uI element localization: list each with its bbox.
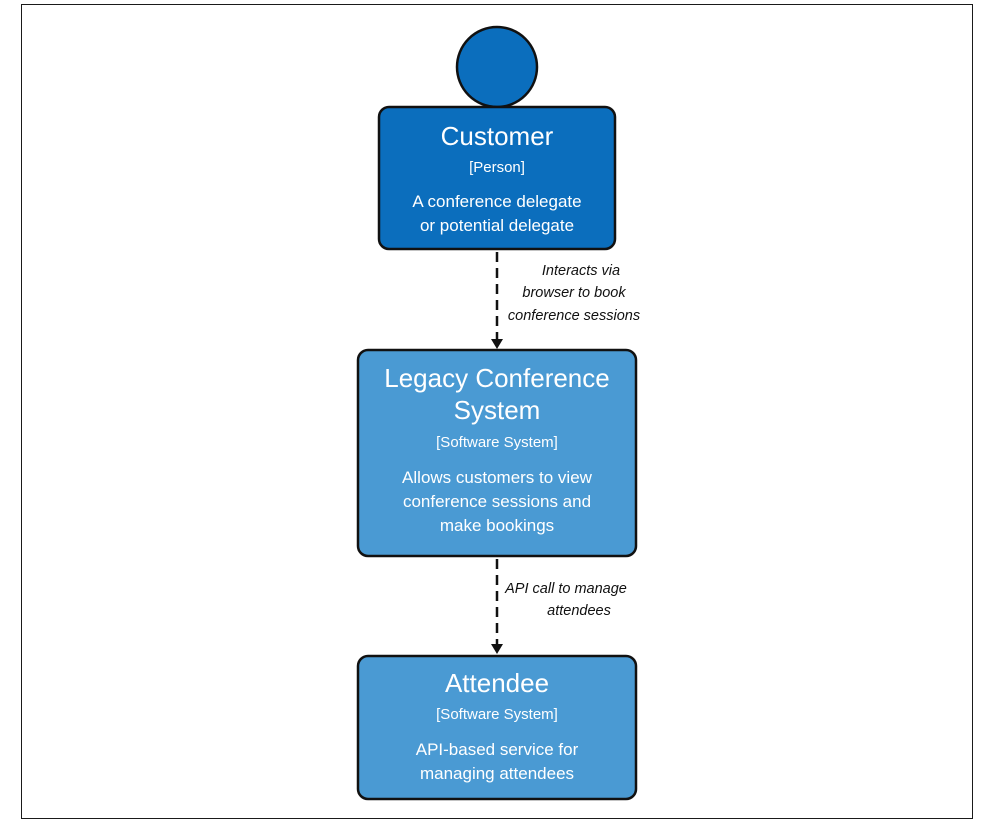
customer-box: [377, 105, 617, 251]
customer-desc-line2: or potential delegate: [420, 216, 574, 235]
legacy-desc-line3: make bookings: [440, 516, 554, 535]
customer-title: Customer: [441, 121, 554, 151]
edge-customer-to-legacy: Interacts via browser to book conference…: [491, 252, 640, 349]
person-head-icon: [455, 25, 539, 109]
edge-customer-to-legacy-label-line3: conference sessions: [508, 308, 640, 324]
attendee-node[interactable]: Attendee [Software System] API-based ser…: [356, 654, 638, 801]
customer-node[interactable]: Customer [Person] A conference delegate …: [377, 105, 617, 251]
attendee-desc-line1: API-based service for: [416, 740, 579, 759]
legacy-conference-system-node[interactable]: Legacy Conference System [Software Syste…: [356, 348, 638, 558]
arrowhead-icon: [491, 644, 503, 654]
edge-legacy-to-attendee: API call to manage attendees: [491, 559, 627, 654]
edge-legacy-to-attendee-label-line1: API call to manage: [504, 581, 627, 597]
attendee-type: [Software System]: [436, 706, 558, 723]
attendee-desc-line2: managing attendees: [420, 764, 574, 783]
attendee-box: [356, 654, 638, 801]
legacy-type: [Software System]: [436, 434, 558, 451]
customer-desc-line1: A conference delegate: [412, 192, 581, 211]
legacy-desc-line1: Allows customers to view: [402, 468, 593, 487]
arrowhead-icon: [491, 339, 503, 349]
legacy-conference-system-box: [356, 348, 638, 558]
legacy-desc-line2: conference sessions and: [403, 492, 591, 511]
customer-type: [Person]: [469, 159, 525, 176]
edge-customer-to-legacy-label-line1: Interacts via: [542, 263, 620, 279]
attendee-title: Attendee: [445, 668, 549, 698]
edge-legacy-to-attendee-label-line2: attendees: [547, 603, 611, 619]
legacy-title-line1: Legacy Conference: [384, 363, 609, 393]
edge-customer-to-legacy-label-line2: browser to book: [522, 285, 626, 301]
legacy-title-line2: System: [454, 395, 541, 425]
